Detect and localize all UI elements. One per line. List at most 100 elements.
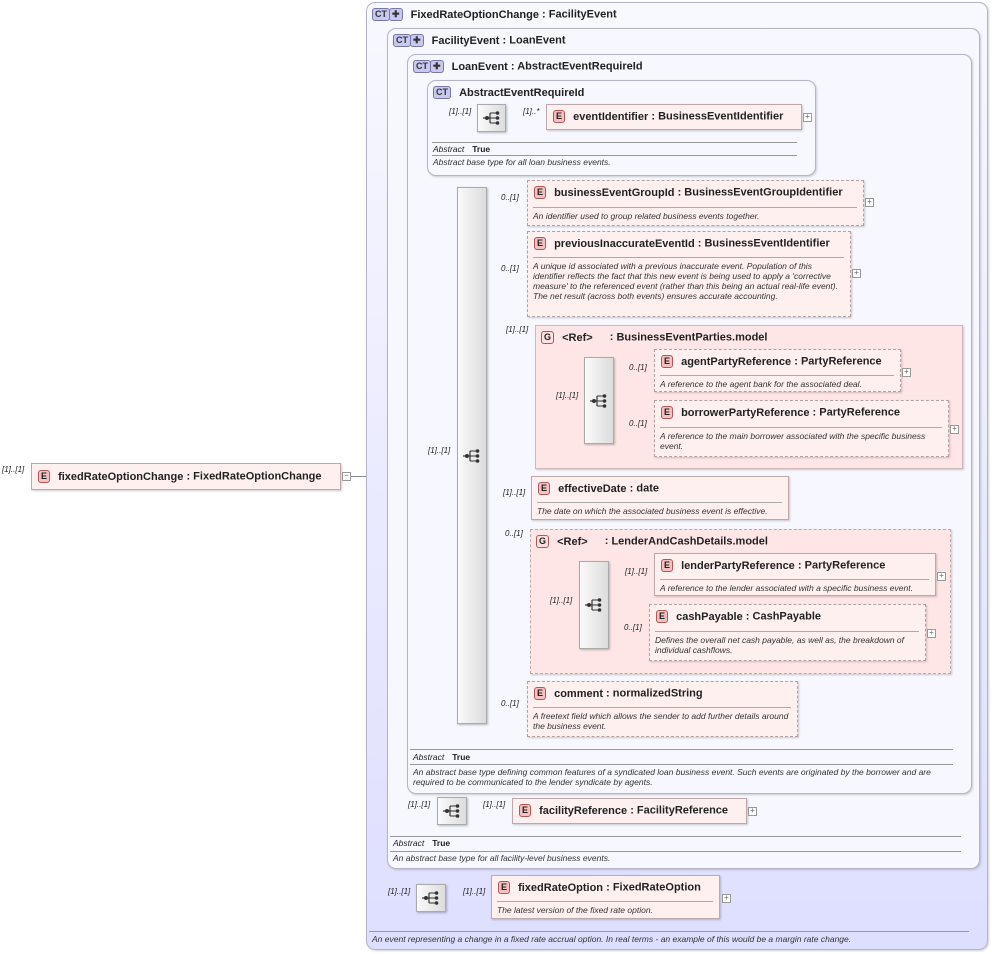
facref-mult: [1]..[1] <box>483 800 505 809</box>
ct-outer-base: FacilityEvent <box>549 8 617 20</box>
element-lenderPartyReference[interactable]: E lenderPartyReference : PartyReference … <box>654 553 936 596</box>
element-previousInaccurateEventId[interactable]: E previousInaccurateEventId : BusinessEv… <box>527 231 851 317</box>
extension-icon: ✚ <box>410 34 424 47</box>
element-badge: E <box>38 470 50 483</box>
root-name: fixedRateOptionChange <box>58 471 183 483</box>
previd-mult: 0..[1] <box>501 264 519 273</box>
element-doc: A unique id associated with a previous i… <box>533 257 844 301</box>
ct-abstract-name: AbstractEventRequireId <box>459 87 584 99</box>
expand-plus-icon[interactable]: + <box>803 113 812 122</box>
sequence-icon <box>443 804 461 818</box>
element-facilityReference[interactable]: E facilityReference : FacilityReference <box>512 798 747 824</box>
element-badge: E <box>656 610 668 623</box>
sequence-icon <box>483 111 501 125</box>
fro-mult: [1]..[1] <box>463 887 485 896</box>
root-type: FixedRateOptionChange <box>193 470 321 482</box>
element-badge: E <box>534 186 546 199</box>
parties-mult: [1]..[1] <box>506 325 528 334</box>
ct-badge: CT <box>413 60 431 73</box>
expand-plus-icon[interactable]: + <box>950 425 959 434</box>
cash-mult: 0..[1] <box>624 623 642 632</box>
ct-badge: CT <box>372 8 390 21</box>
element-doc: A reference to the lender associated wit… <box>660 579 929 593</box>
ct-abstract-doc: Abstract base type for all loan business… <box>433 157 611 167</box>
sequence-icon <box>585 598 603 612</box>
element-badge: E <box>661 559 673 572</box>
element-borrowerPartyReference[interactable]: E borrowerPartyReference : PartyReferenc… <box>654 400 949 457</box>
sequence-icon <box>463 449 481 463</box>
sequence-facility[interactable] <box>437 797 467 825</box>
ct-facility-name: FacilityEvent <box>432 35 500 47</box>
ct-badge: CT <box>433 86 451 99</box>
ct-loan-abstract: AbstractTrue <box>413 752 470 762</box>
element-badge: E <box>553 110 565 123</box>
ct-facility-abstract: AbstractTrue <box>393 838 450 848</box>
element-doc: A reference to the agent bank for the as… <box>660 375 894 389</box>
comment-mult: 0..[1] <box>501 699 519 708</box>
element-doc: The date on which the associated busines… <box>537 502 782 516</box>
expand-plus-icon[interactable]: + <box>722 894 731 903</box>
lenderparty-mult: [1]..[1] <box>625 567 647 576</box>
sequence-abstract[interactable] <box>477 104 506 132</box>
element-badge: E <box>498 881 510 894</box>
agent-mult: 0..[1] <box>629 363 647 372</box>
element-badge: E <box>661 355 673 368</box>
main-seq-mult: [1]..[1] <box>428 446 450 455</box>
ct-facility-base: LoanEvent <box>509 34 565 46</box>
bgid-mult: 0..[1] <box>501 193 519 202</box>
parties-seq-mult: [1]..[1] <box>556 391 578 400</box>
sequence-icon <box>590 394 608 408</box>
element-doc: Defines the overall net cash payable, as… <box>655 631 919 655</box>
ct-loan-base: AbstractEventRequireId <box>517 60 642 72</box>
element-badge: E <box>534 687 546 700</box>
element-doc: A reference to the main borrower associa… <box>660 427 942 451</box>
sequence-parties[interactable] <box>584 357 614 444</box>
element-badge: E <box>661 406 673 419</box>
expand-plus-icon[interactable]: + <box>902 368 911 377</box>
root-element-fixedRateOptionChange[interactable]: E fixedRateOptionChange : FixedRateOptio… <box>31 463 341 490</box>
ct-facility-doc: An abstract base type for all facility-l… <box>393 853 610 863</box>
seq-facility-mult: [1]..[1] <box>408 800 430 809</box>
expand-plus-icon[interactable]: + <box>865 198 874 207</box>
element-badge: E <box>534 237 546 250</box>
sequence-icon <box>422 891 440 905</box>
sequence-fixed-rate[interactable] <box>416 884 446 912</box>
expand-plus-icon[interactable]: + <box>748 807 757 816</box>
sequence-lender[interactable] <box>579 561 609 649</box>
element-doc: An identifier used to group related busi… <box>533 207 857 221</box>
group-badge: G <box>541 331 554 344</box>
element-effectiveDate[interactable]: E effectiveDate : date The date on which… <box>531 476 789 520</box>
seq-fro-mult: [1]..[1] <box>388 887 410 896</box>
element-comment[interactable]: E comment : normalizedString A freetext … <box>527 681 798 737</box>
element-eventIdentifier[interactable]: E eventIdentifier : BusinessEventIdentif… <box>546 104 802 130</box>
element-cashPayable[interactable]: E cashPayable : CashPayable Defines the … <box>649 604 926 661</box>
extension-icon: ✚ <box>430 60 444 73</box>
ct-outer-doc: An event representing a change in a fixe… <box>372 934 851 944</box>
extension-icon: ✚ <box>389 8 403 21</box>
sequence-main[interactable] <box>457 187 487 724</box>
lender-group-mult: 0..[1] <box>505 529 523 538</box>
eventIdentifier-mult: [1]..* <box>523 107 539 116</box>
element-doc: A freetext field which allows the sender… <box>533 707 791 731</box>
group-badge: G <box>536 535 549 548</box>
element-badge: E <box>519 804 531 817</box>
element-businessEventGroupId[interactable]: E businessEventGroupId : BusinessEventGr… <box>527 180 864 226</box>
borrower-mult: 0..[1] <box>629 419 647 428</box>
expand-plus-icon[interactable]: + <box>927 629 936 638</box>
ct-abstract-abstract: AbstractTrue <box>433 144 490 154</box>
root-multiplicity: [1]..[1] <box>2 465 24 474</box>
lender-seq-mult: [1]..[1] <box>550 596 572 605</box>
element-badge: E <box>538 482 550 495</box>
element-fixedRateOption[interactable]: E fixedRateOption : FixedRateOption The … <box>491 875 720 919</box>
ct-badge: CT <box>393 34 411 47</box>
expand-plus-icon[interactable]: + <box>937 572 946 581</box>
ct-outer-name: FixedRateOptionChange <box>411 9 539 21</box>
element-doc: The latest version of the fixed rate opt… <box>497 901 713 915</box>
expand-plus-icon[interactable]: + <box>852 269 861 278</box>
effdate-mult: [1]..[1] <box>503 488 525 497</box>
seq-abstract-mult: [1]..[1] <box>449 107 471 116</box>
element-agentPartyReference[interactable]: E agentPartyReference : PartyReference A… <box>654 349 901 392</box>
ct-loan-name: LoanEvent <box>452 61 508 73</box>
ct-loan-doc: An abstract base type defining common fe… <box>413 767 958 787</box>
collapse-minus-icon[interactable]: − <box>342 472 351 481</box>
